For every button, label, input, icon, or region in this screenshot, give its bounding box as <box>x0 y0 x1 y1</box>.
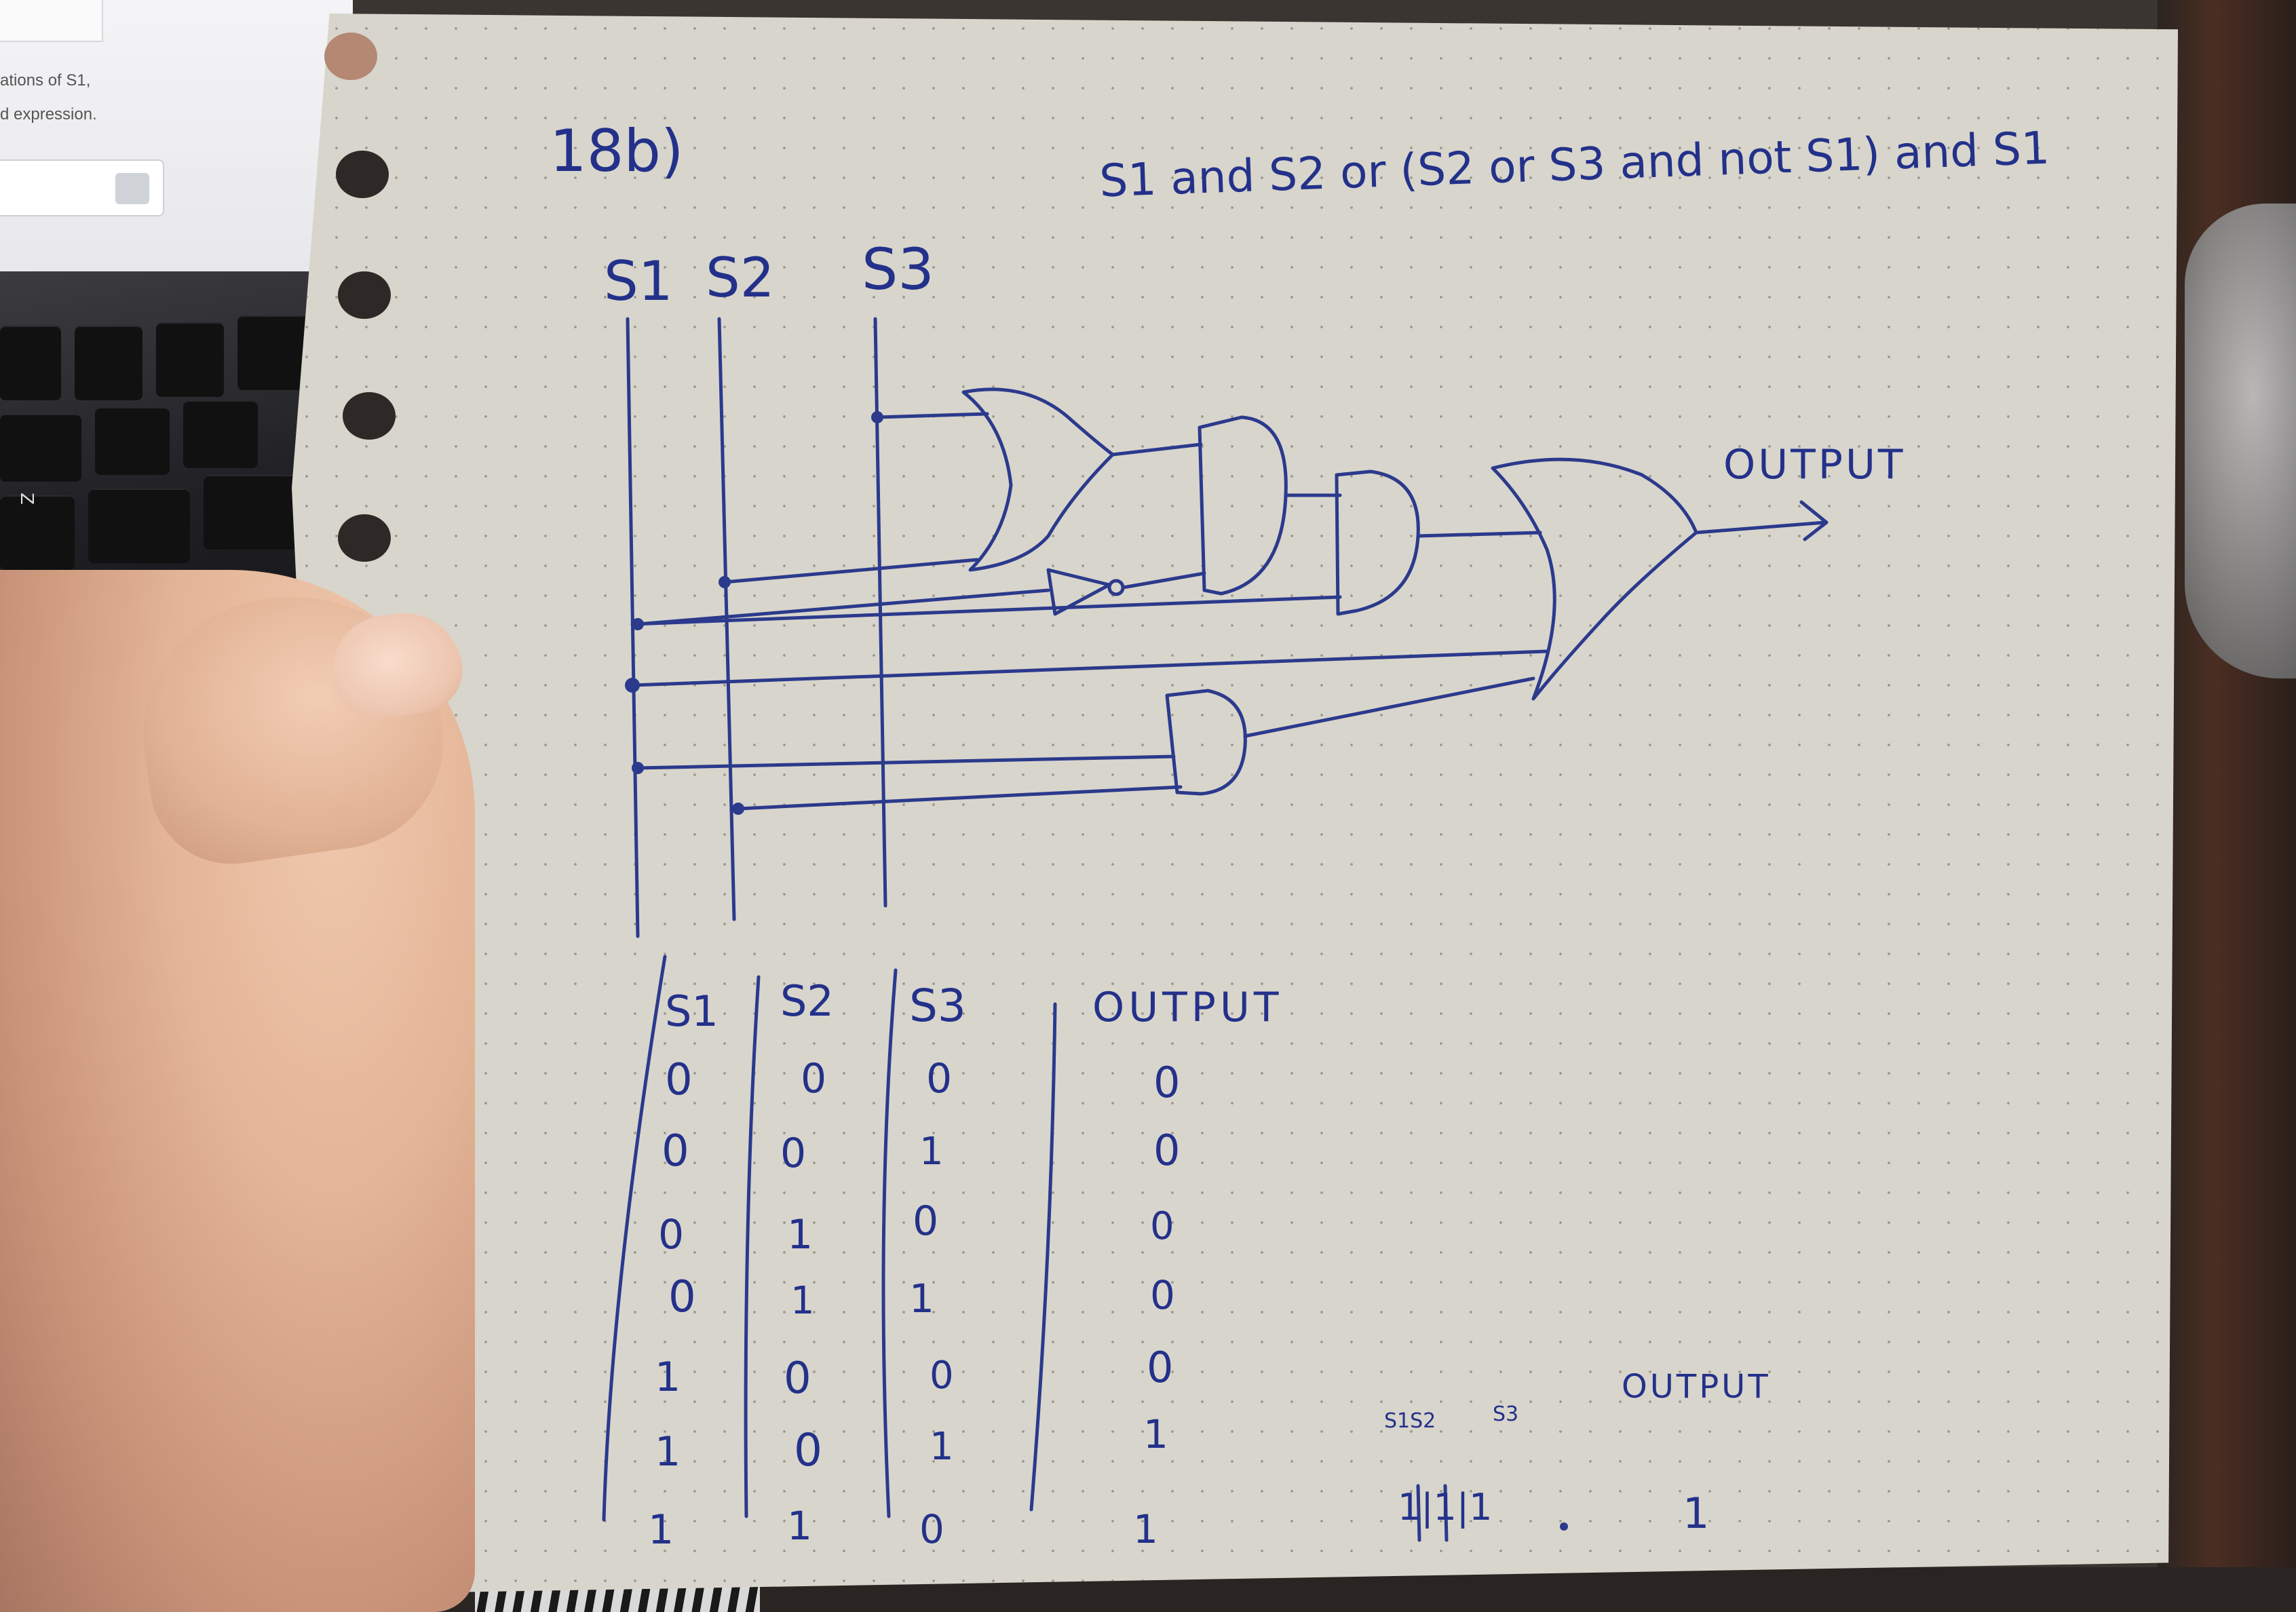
keyboard-key <box>0 414 81 482</box>
table-cell: 0 <box>780 1130 807 1177</box>
input-label-s2: S2 <box>706 246 775 309</box>
keyboard-key <box>204 475 305 550</box>
table-cell: 0 <box>662 1126 689 1176</box>
side-table-output: 1 <box>1683 1489 1710 1538</box>
table-cell: 0 <box>665 1055 693 1105</box>
table-cell: 0 <box>919 1506 944 1552</box>
table-cell: 0 <box>1150 1272 1175 1318</box>
table-cell: 1 <box>655 1428 681 1476</box>
side-table-header-s3: S3 <box>1493 1402 1519 1426</box>
table-line <box>1029 1002 1057 1512</box>
side-table-line <box>1443 1484 1449 1542</box>
table-cell: 0 <box>794 1424 822 1476</box>
side-table-line <box>1416 1484 1421 1542</box>
output-label: OUTPUT <box>1723 441 1906 488</box>
side-table-header-s1s2: S1S2 <box>1384 1409 1436 1433</box>
table-cell: 1 <box>930 1425 954 1469</box>
wire-not-to-and1 <box>1121 571 1206 590</box>
keyboard-key <box>183 400 258 468</box>
table-cell: 0 <box>1147 1343 1174 1392</box>
wire-or1-to-and1 <box>1111 442 1203 457</box>
keyboard-key <box>0 326 61 400</box>
table-cell: 1 <box>787 1503 812 1549</box>
table-cell: 1 <box>909 1275 934 1322</box>
input-label-s1: S1 <box>604 250 673 313</box>
input-label-s3: S3 <box>862 236 934 303</box>
problem-number: 18b) <box>550 117 684 185</box>
binder-hole <box>338 271 391 319</box>
or-gate-final <box>1491 457 1698 701</box>
table-cell: 0 <box>668 1272 696 1322</box>
wire-and2-to-or <box>1416 531 1542 538</box>
output-wire <box>1694 520 1827 535</box>
wire-s1-to-or <box>630 649 1549 687</box>
notebook-paper <box>292 14 2178 1594</box>
table-cell: 1 <box>655 1354 681 1401</box>
screen-button <box>115 173 149 204</box>
wire-s1 <box>626 317 640 938</box>
and-gate-2 <box>1335 469 1420 616</box>
and-gate-1 <box>1198 415 1288 596</box>
table-cell: 0 <box>658 1211 685 1259</box>
wire-and3-to-or <box>1243 676 1535 738</box>
not-gate <box>1046 568 1111 616</box>
table-line <box>602 955 667 1522</box>
table-cell: 1 <box>919 1130 944 1174</box>
not-gate-bubble <box>1107 579 1125 596</box>
keyboard-key <box>237 315 312 390</box>
table-header-s3: S3 <box>909 980 966 1032</box>
table-line <box>744 975 761 1518</box>
table-cell: 1 <box>648 1506 674 1554</box>
binder-hole <box>338 514 391 562</box>
table-cell: 0 <box>801 1055 827 1102</box>
wire-s2-to-or1 <box>723 558 979 584</box>
table-cell: 0 <box>930 1354 954 1398</box>
table-cell: 0 <box>1153 1058 1181 1107</box>
table-cell: 1 <box>787 1211 814 1259</box>
wire-s1-to-and3 <box>636 754 1176 770</box>
wire-s1-to-and2 <box>630 595 1342 626</box>
wire-s3-to-or1 <box>875 412 989 419</box>
side-table-header-output: OUTPUT <box>1622 1368 1771 1406</box>
table-cell: 0 <box>913 1197 939 1245</box>
table-line <box>881 968 898 1518</box>
laptop-screen: ations of S1, d expression. <box>0 0 353 271</box>
wire-s2-to-and3 <box>736 785 1183 811</box>
or-gate-1 <box>961 387 1115 572</box>
keyboard-key <box>95 407 170 475</box>
and-gate-3 <box>1165 689 1247 796</box>
binder-hole <box>343 392 396 440</box>
output-arrowhead <box>1799 500 1829 541</box>
screen-input-box <box>0 0 103 42</box>
wire-s3 <box>873 317 887 908</box>
keyboard-key <box>88 488 190 563</box>
binder-hole <box>336 151 389 198</box>
keyboard-key <box>75 326 142 400</box>
side-table-dot <box>1560 1522 1568 1531</box>
table-cell: 0 <box>1150 1204 1174 1248</box>
wire-s1-to-not <box>636 588 1050 626</box>
screen-text-line: d expression. <box>0 105 97 123</box>
glass-jar <box>2185 204 2296 678</box>
table-cell: 0 <box>926 1055 953 1102</box>
screen-text-line: ations of S1, <box>0 71 91 90</box>
keyboard-key <box>156 322 224 397</box>
table-cell: 0 <box>784 1354 811 1404</box>
table-cell: 1 <box>790 1279 815 1323</box>
table-cell: 1 <box>1143 1411 1168 1457</box>
table-header-s2: S2 <box>780 976 834 1026</box>
table-header-output: OUTPUT <box>1092 984 1283 1031</box>
table-cell: 1 <box>1133 1506 1158 1552</box>
side-table-inputs: 1|1|1 <box>1398 1486 1493 1529</box>
binder-hole <box>324 33 377 80</box>
table-cell: 0 <box>1153 1126 1181 1175</box>
table-header-s1: S1 <box>665 986 719 1036</box>
keyboard-key <box>0 495 75 570</box>
